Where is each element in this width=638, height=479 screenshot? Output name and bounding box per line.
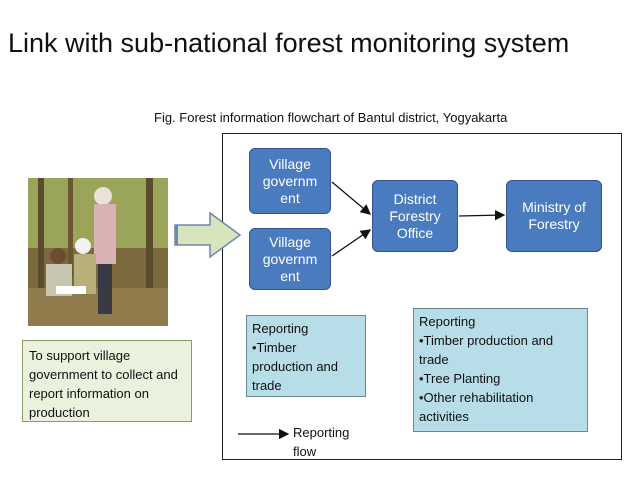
village-reporting-note: Reporting •Timber production and trade xyxy=(246,315,366,397)
village-government-node-2: Village governm ent xyxy=(249,228,331,290)
district-reporting-item: •Timber production and trade xyxy=(419,331,582,369)
district-forestry-office-label: District Forestry Office xyxy=(377,191,453,242)
village-government-label-1: Village governm ent xyxy=(254,156,326,207)
district-reporting-item: •Other rehabilitation activities xyxy=(419,388,582,426)
district-reporting-item: •Tree Planting xyxy=(419,369,582,388)
district-reporting-note: Reporting •Timber production and trade •… xyxy=(413,308,588,432)
legend-label: Reporting flow xyxy=(293,423,373,461)
village-reporting-heading: Reporting xyxy=(252,319,360,338)
ministry-of-forestry-node: Ministry of Forestry xyxy=(506,180,602,252)
arrow-village2-to-district xyxy=(332,230,370,256)
district-forestry-office-node: District Forestry Office xyxy=(372,180,458,252)
district-reporting-heading: Reporting xyxy=(419,312,582,331)
village-government-label-2: Village governm ent xyxy=(254,234,326,285)
arrow-village1-to-district xyxy=(332,182,370,214)
arrow-district-to-ministry xyxy=(459,215,504,216)
ministry-of-forestry-label: Ministry of Forestry xyxy=(511,199,597,233)
village-government-node-1: Village governm ent xyxy=(249,148,331,214)
support-text: To support village government to collect… xyxy=(29,348,178,420)
support-note: To support village government to collect… xyxy=(22,340,192,422)
big-arrow-icon xyxy=(175,213,240,257)
village-reporting-item: •Timber production and trade xyxy=(252,338,360,395)
